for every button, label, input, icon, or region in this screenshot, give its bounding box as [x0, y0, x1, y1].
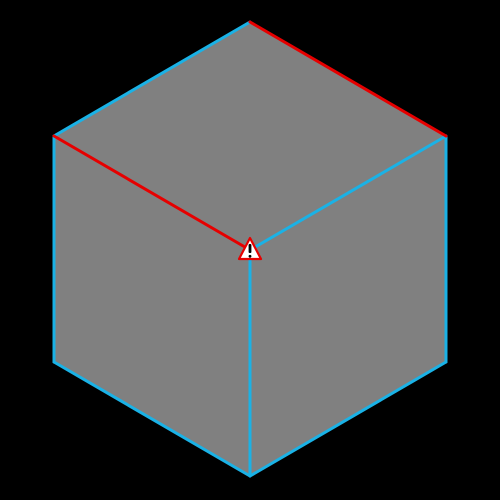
edge-top-front-right: [248, 134, 448, 252]
edge-bottom-left: [52, 360, 252, 478]
warning-exclamation-bar: [248, 244, 252, 253]
cube-face-left: [54, 136, 250, 476]
edge-bottom-right: [248, 360, 448, 478]
edge-top-back-right: [248, 20, 448, 138]
warning-triangle-icon[interactable]: [237, 236, 263, 261]
cube-edges-normal: [52, 20, 448, 478]
edge-top-front-left: [52, 134, 252, 252]
cube-face-right: [250, 136, 446, 476]
edge-top-back-left: [52, 20, 252, 138]
warning-exclamation-dot: [248, 254, 252, 258]
cube-edges-highlighted: [52, 20, 448, 252]
